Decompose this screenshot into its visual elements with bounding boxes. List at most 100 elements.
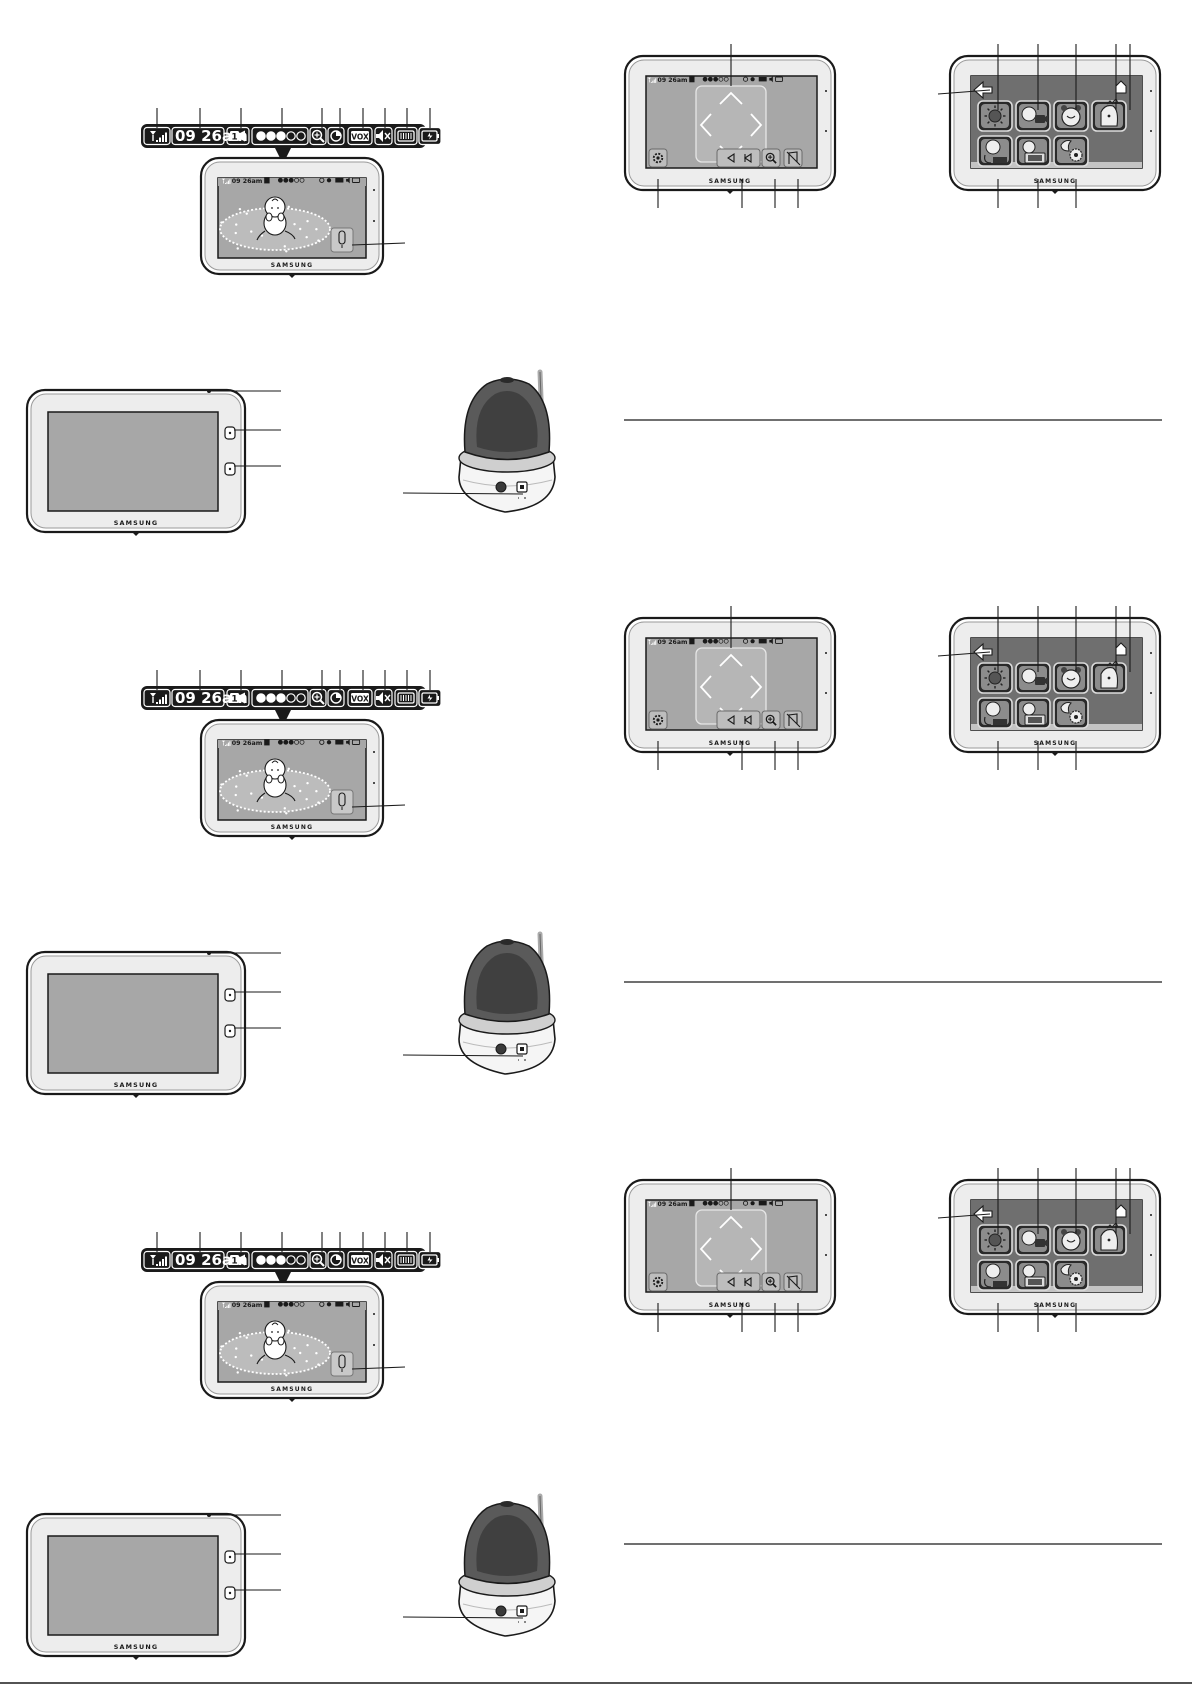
alarm-clock-icon xyxy=(1061,105,1081,127)
timer-cell xyxy=(327,126,345,146)
brightness-dot xyxy=(256,131,266,141)
zoom-handle xyxy=(772,721,777,726)
volume-down-icon[interactable] xyxy=(727,1276,735,1288)
signal-bar xyxy=(653,641,655,645)
signal-icon xyxy=(647,639,651,642)
mat-dot xyxy=(306,219,309,223)
vox-mic-icon xyxy=(984,701,1007,726)
volume-up-icon[interactable] xyxy=(744,1276,752,1288)
battery-bolt xyxy=(427,694,433,702)
volume-buttons[interactable] xyxy=(716,148,761,168)
signal-bar xyxy=(226,1305,228,1309)
zoom-button[interactable] xyxy=(761,148,781,168)
brightness-dot xyxy=(276,693,286,703)
music-off-icon xyxy=(788,713,798,726)
mascot-head xyxy=(1021,106,1037,122)
mini-vox-icon xyxy=(335,1302,344,1307)
pan-up-icon[interactable] xyxy=(719,1215,743,1229)
signal-icon xyxy=(150,1255,156,1259)
mute-icon-group xyxy=(376,1254,391,1266)
volume-up-icon[interactable] xyxy=(744,714,752,726)
volume-buttons[interactable] xyxy=(716,710,761,730)
brightness-menu-icon xyxy=(984,105,1006,127)
callout-line-talk xyxy=(351,1366,406,1370)
brand-logo: SAMSUNG xyxy=(271,1386,313,1393)
pan-up-icon[interactable] xyxy=(719,91,743,105)
mat-dot xyxy=(260,234,264,237)
mini-signal xyxy=(221,1302,231,1309)
sun-ray xyxy=(987,121,990,124)
brightness-dot xyxy=(256,1255,266,1265)
mascot-head xyxy=(985,1263,1001,1279)
button-dot xyxy=(228,431,232,435)
pan-right-icon[interactable] xyxy=(750,675,763,699)
mat-dot xyxy=(305,235,308,239)
vox-cell xyxy=(347,126,373,146)
clock-cell xyxy=(171,126,225,146)
side-led xyxy=(1150,130,1152,132)
mat-dot xyxy=(238,1331,242,1335)
power-led xyxy=(207,389,211,393)
mini-brightness-dot xyxy=(288,739,294,745)
monitor-stand-notch xyxy=(288,836,296,840)
mat-dot xyxy=(287,767,290,771)
gear-teeth xyxy=(652,152,664,164)
mat-dot xyxy=(260,796,264,799)
mini-channel-icon xyxy=(689,76,695,83)
talk-button[interactable] xyxy=(330,1351,354,1377)
volume-buttons[interactable] xyxy=(716,1272,761,1292)
pan-up-icon[interactable] xyxy=(719,653,743,667)
zoom-icon-group xyxy=(765,714,777,726)
baby-hair xyxy=(271,1322,279,1326)
sun-core xyxy=(988,109,1002,123)
talk-button[interactable] xyxy=(330,789,354,815)
signal-bar xyxy=(226,743,228,747)
brand-logo: SAMSUNG xyxy=(114,1081,159,1089)
signal-bar xyxy=(224,1307,226,1309)
mat-dot xyxy=(234,231,237,235)
baby-hand xyxy=(277,1336,285,1346)
mat-dot xyxy=(285,250,288,253)
mini-status-row: 09 26am xyxy=(647,76,783,84)
zoom-icon-group xyxy=(311,129,325,143)
pan-left-icon[interactable] xyxy=(699,1237,712,1261)
mat-dot xyxy=(287,1329,290,1333)
pan-left-icon[interactable] xyxy=(699,675,712,699)
zoom-button[interactable] xyxy=(761,1272,781,1292)
mini-brightness-dot xyxy=(723,1200,729,1206)
volume-down-icon[interactable] xyxy=(727,714,735,726)
mini-battery-icon xyxy=(775,1200,783,1206)
baby-head xyxy=(264,758,286,780)
mini-vox-icon xyxy=(758,1201,767,1206)
mat-dot xyxy=(283,807,286,810)
signal-icon-group xyxy=(150,131,167,142)
clock-bell xyxy=(1061,1229,1067,1235)
status-time: 09 26am xyxy=(175,689,248,707)
signal-bar xyxy=(655,1202,657,1207)
mini-timer-icon xyxy=(326,740,332,745)
talk-button[interactable] xyxy=(330,227,354,253)
brightness-dot xyxy=(266,1255,276,1265)
signal-bar xyxy=(162,1259,164,1266)
pan-left-icon[interactable] xyxy=(699,113,712,137)
pan-right-icon[interactable] xyxy=(750,1237,763,1261)
mini-brightness-dot xyxy=(713,1200,719,1206)
gear-hub xyxy=(1074,715,1078,719)
mat-dot xyxy=(306,1343,309,1347)
volume-up-icon[interactable] xyxy=(744,152,752,164)
brand-logo: SAMSUNG xyxy=(271,824,313,831)
signal-bar xyxy=(165,132,167,142)
volume-down-icon[interactable] xyxy=(727,152,735,164)
mat-dot xyxy=(238,769,242,773)
brightness-dot xyxy=(286,693,296,703)
mascot-head xyxy=(1022,1264,1036,1278)
callout-line-pairing xyxy=(402,492,524,495)
music-off-icon xyxy=(788,1275,798,1288)
zoom-button[interactable] xyxy=(761,710,781,730)
pan-right-icon[interactable] xyxy=(750,113,763,137)
signal-icon xyxy=(221,740,225,743)
status-bar-pointer xyxy=(275,148,291,164)
mini-battery-icon xyxy=(775,76,783,82)
signal-bar xyxy=(227,1304,229,1309)
